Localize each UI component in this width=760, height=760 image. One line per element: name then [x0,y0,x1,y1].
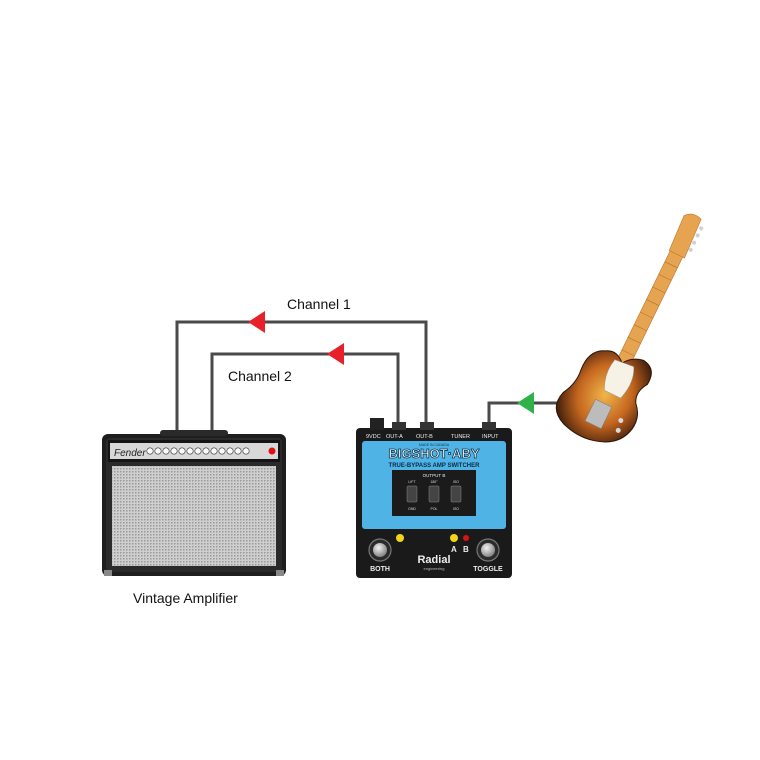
radial-logo: Radial [417,554,450,566]
switch-iso[interactable] [450,485,462,503]
cable-guitar-input [487,401,580,428]
footswitch-toggle-label: TOGGLE [473,566,503,573]
amp-knobs [146,447,250,455]
switch-top-label-3: ISO [453,480,459,484]
led-both [396,534,404,542]
cable-channel-1 [175,320,428,434]
jack-label-out-a: OUT-A [386,434,403,440]
amp-grille [112,466,276,566]
switch-polarity[interactable] [428,485,440,503]
switch-top-label-1: LIFT [408,480,416,484]
guitar-body [555,350,652,443]
guitar-pickguard [604,359,634,399]
jack-label-out-b: OUT-B [416,434,433,440]
pedal-name: BIGSHOT·ABY [389,446,480,461]
pedal-subtitle: TRUE-BYPASS AMP SWITCHER [389,463,481,469]
switch-bottom-label-2: POL [430,507,437,511]
channel-1-label: Channel 1 [287,296,351,312]
cable-channel-2 [210,352,400,434]
switch-bottom-label-3: ISO [453,507,459,511]
jack-label-9vdc: 9VDC [366,434,381,440]
switch-top-label-2: 180° [430,480,438,484]
led-b [463,535,469,541]
led-a-label: A [451,545,457,554]
footswitch-both[interactable] [368,538,392,562]
arrow-channel-1 [248,311,265,333]
channel-2-label: Channel 2 [228,368,292,384]
arrow-input [517,392,534,414]
electric-guitar-icon [555,213,704,443]
guitar-bridge [584,398,613,430]
vintage-amplifier: Fender [102,430,286,576]
amp-pilot-light [268,447,276,455]
radial-logo-sub: engineering [424,566,445,571]
amp-brand-logo: Fender [114,448,146,459]
arrow-channel-2 [327,343,344,365]
output-b-label: OUTPUT B [423,473,446,478]
guitar-neck [614,248,684,371]
switch-lift[interactable] [406,485,418,503]
switch-bottom-label-1: GND [408,507,416,511]
amplifier-label: Vintage Amplifier [133,590,238,606]
jack-label-input: INPUT [482,434,499,440]
footswitch-toggle[interactable] [476,538,500,562]
jack-label-tuner: TUNER [451,434,470,440]
footswitch-both-label: BOTH [370,566,390,573]
bigshot-aby-pedal: 9VDC OUT-A OUT-B TUNER INPUT MADE IN CAN… [356,418,512,578]
led-a [450,534,458,542]
pedal-tagline: MADE IN CANADA [419,443,450,447]
guitar-headstock [668,213,702,259]
led-b-label: B [463,545,469,554]
